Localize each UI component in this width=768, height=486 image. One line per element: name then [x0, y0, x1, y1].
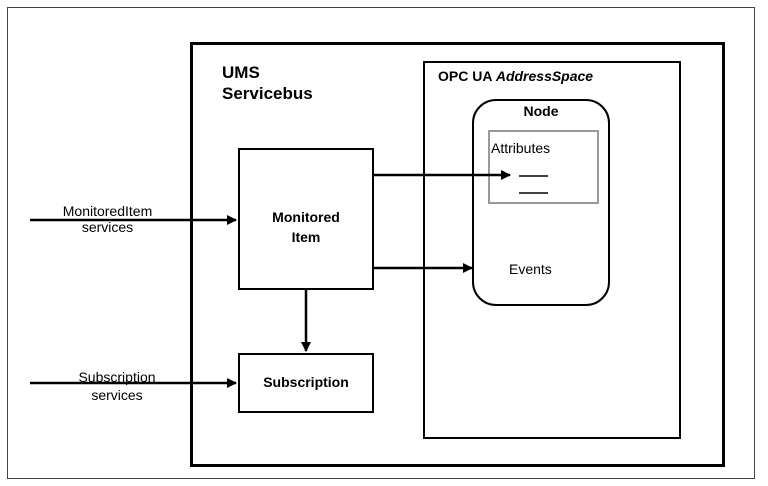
servicebus-title-line1: UMS	[222, 63, 260, 82]
subscription-services-line2: services	[91, 387, 143, 403]
subscription-box	[238, 353, 374, 413]
servicebus-title-line2: Servicebus	[222, 84, 313, 103]
attributes-box	[488, 130, 599, 204]
ums-servicebus-box	[190, 42, 725, 467]
monitored-item-label-line2: Item	[291, 229, 321, 245]
outer-frame	[7, 7, 755, 479]
monitored-item-label: Monitored Item	[238, 207, 374, 247]
subscription-services-label: Subscription services	[52, 368, 182, 404]
address-space-box	[423, 61, 681, 439]
node-box	[472, 99, 610, 306]
subscription-label: Subscription	[263, 374, 349, 390]
subscription-services-line1: Subscription	[78, 369, 156, 385]
monitored-item-services-line2: services	[81, 219, 134, 235]
address-space-name: AddressSpace	[495, 68, 594, 84]
node-title: Node	[523, 103, 559, 119]
address-space-prefix: OPC UA	[438, 68, 496, 84]
attributes-label: Attributes	[491, 140, 551, 156]
monitored-item-label-line1: Monitored	[272, 209, 340, 225]
monitored-item-services-label: MonitoredItem services	[40, 203, 175, 235]
monitored-item-box	[238, 148, 374, 290]
events-label: Events	[509, 261, 552, 277]
address-space-title: OPC UA AddressSpace	[438, 68, 593, 84]
servicebus-title: UMS Servicebus	[222, 62, 313, 104]
monitored-item-services-line1: MonitoredItem	[62, 203, 153, 219]
